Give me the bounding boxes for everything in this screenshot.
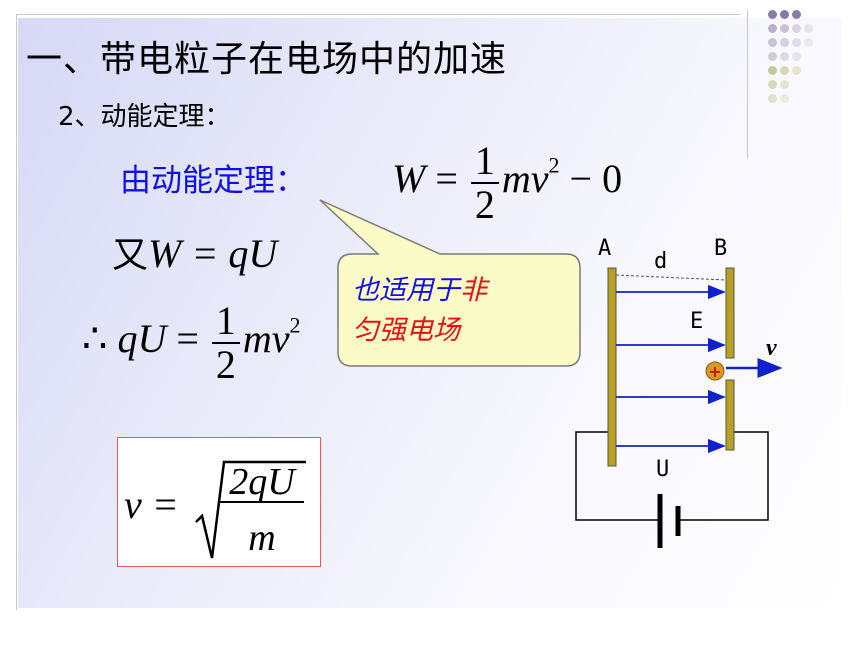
eq1-frac-den: 2 <box>470 182 499 226</box>
eq1-tail: − 0 <box>569 156 623 202</box>
slide-title: 一、带电粒子在电场中的加速 <box>26 39 508 80</box>
callout-text: 也适用于非 匀强电场 <box>352 271 572 351</box>
theorem-label: 由动能定理： <box>120 163 306 199</box>
label-plate-b: B <box>714 236 727 261</box>
eq3-frac-den: 2 <box>211 342 240 386</box>
label-field: E <box>690 309 703 334</box>
eq3-mv: mv <box>242 316 290 362</box>
label-plate-a: A <box>598 236 611 261</box>
result-denominator: m <box>248 517 275 559</box>
charge-sign: + <box>708 362 721 381</box>
callout-line1-red: 非 <box>460 275 487 306</box>
wire-right <box>680 431 769 521</box>
eq1-fraction: 1 2 <box>470 138 499 226</box>
combined-equation: ∴ qU = 1 2 mv2 <box>82 300 301 386</box>
label-velocity: v <box>766 335 777 361</box>
result-lhs: v = <box>124 482 179 527</box>
plate-b-upper <box>725 267 735 359</box>
eq3-exponent: 2 <box>289 312 301 338</box>
work-equation: 又W = qU <box>112 226 277 278</box>
callout-line-2: 匀强电场 <box>352 315 460 346</box>
eq1-exponent: 2 <box>548 152 560 178</box>
eq2-prefix: 又 <box>112 235 149 276</box>
plate-b-lower <box>725 379 735 451</box>
eq3-therefore: ∴ <box>82 316 108 362</box>
eq1-frac-num: 1 <box>474 138 495 183</box>
section-subtitle: 2、动能定理： <box>58 102 231 132</box>
plate-a <box>607 267 617 467</box>
charged-particle <box>705 361 725 381</box>
eq3-fraction: 1 2 <box>211 298 240 386</box>
callout-line-1: 也适用于非 <box>352 271 572 311</box>
frame-line-left <box>16 14 17 610</box>
eq3-equals: = <box>176 316 199 362</box>
wire-left <box>575 431 658 521</box>
callout-line1-blue: 也适用于 <box>352 275 460 306</box>
eq3-frac-num: 1 <box>215 298 236 343</box>
eq1-mv: mv <box>501 156 549 202</box>
label-distance: d <box>654 249 667 274</box>
distance-line <box>615 274 727 281</box>
kinetic-energy-equation: W = 1 2 mv2 − 0 <box>392 140 622 226</box>
eq1-equals: = <box>435 156 458 202</box>
label-voltage: U <box>656 457 669 482</box>
eq3-lhs: qU <box>117 316 167 362</box>
result-numerator: 2qU <box>229 461 297 503</box>
eq2-body: W = qU <box>148 231 278 276</box>
frame-line-top <box>16 14 740 15</box>
sqrt-sign-icon <box>195 460 306 559</box>
eq1-lhs: W <box>392 156 426 202</box>
frame-line-right <box>747 10 748 158</box>
